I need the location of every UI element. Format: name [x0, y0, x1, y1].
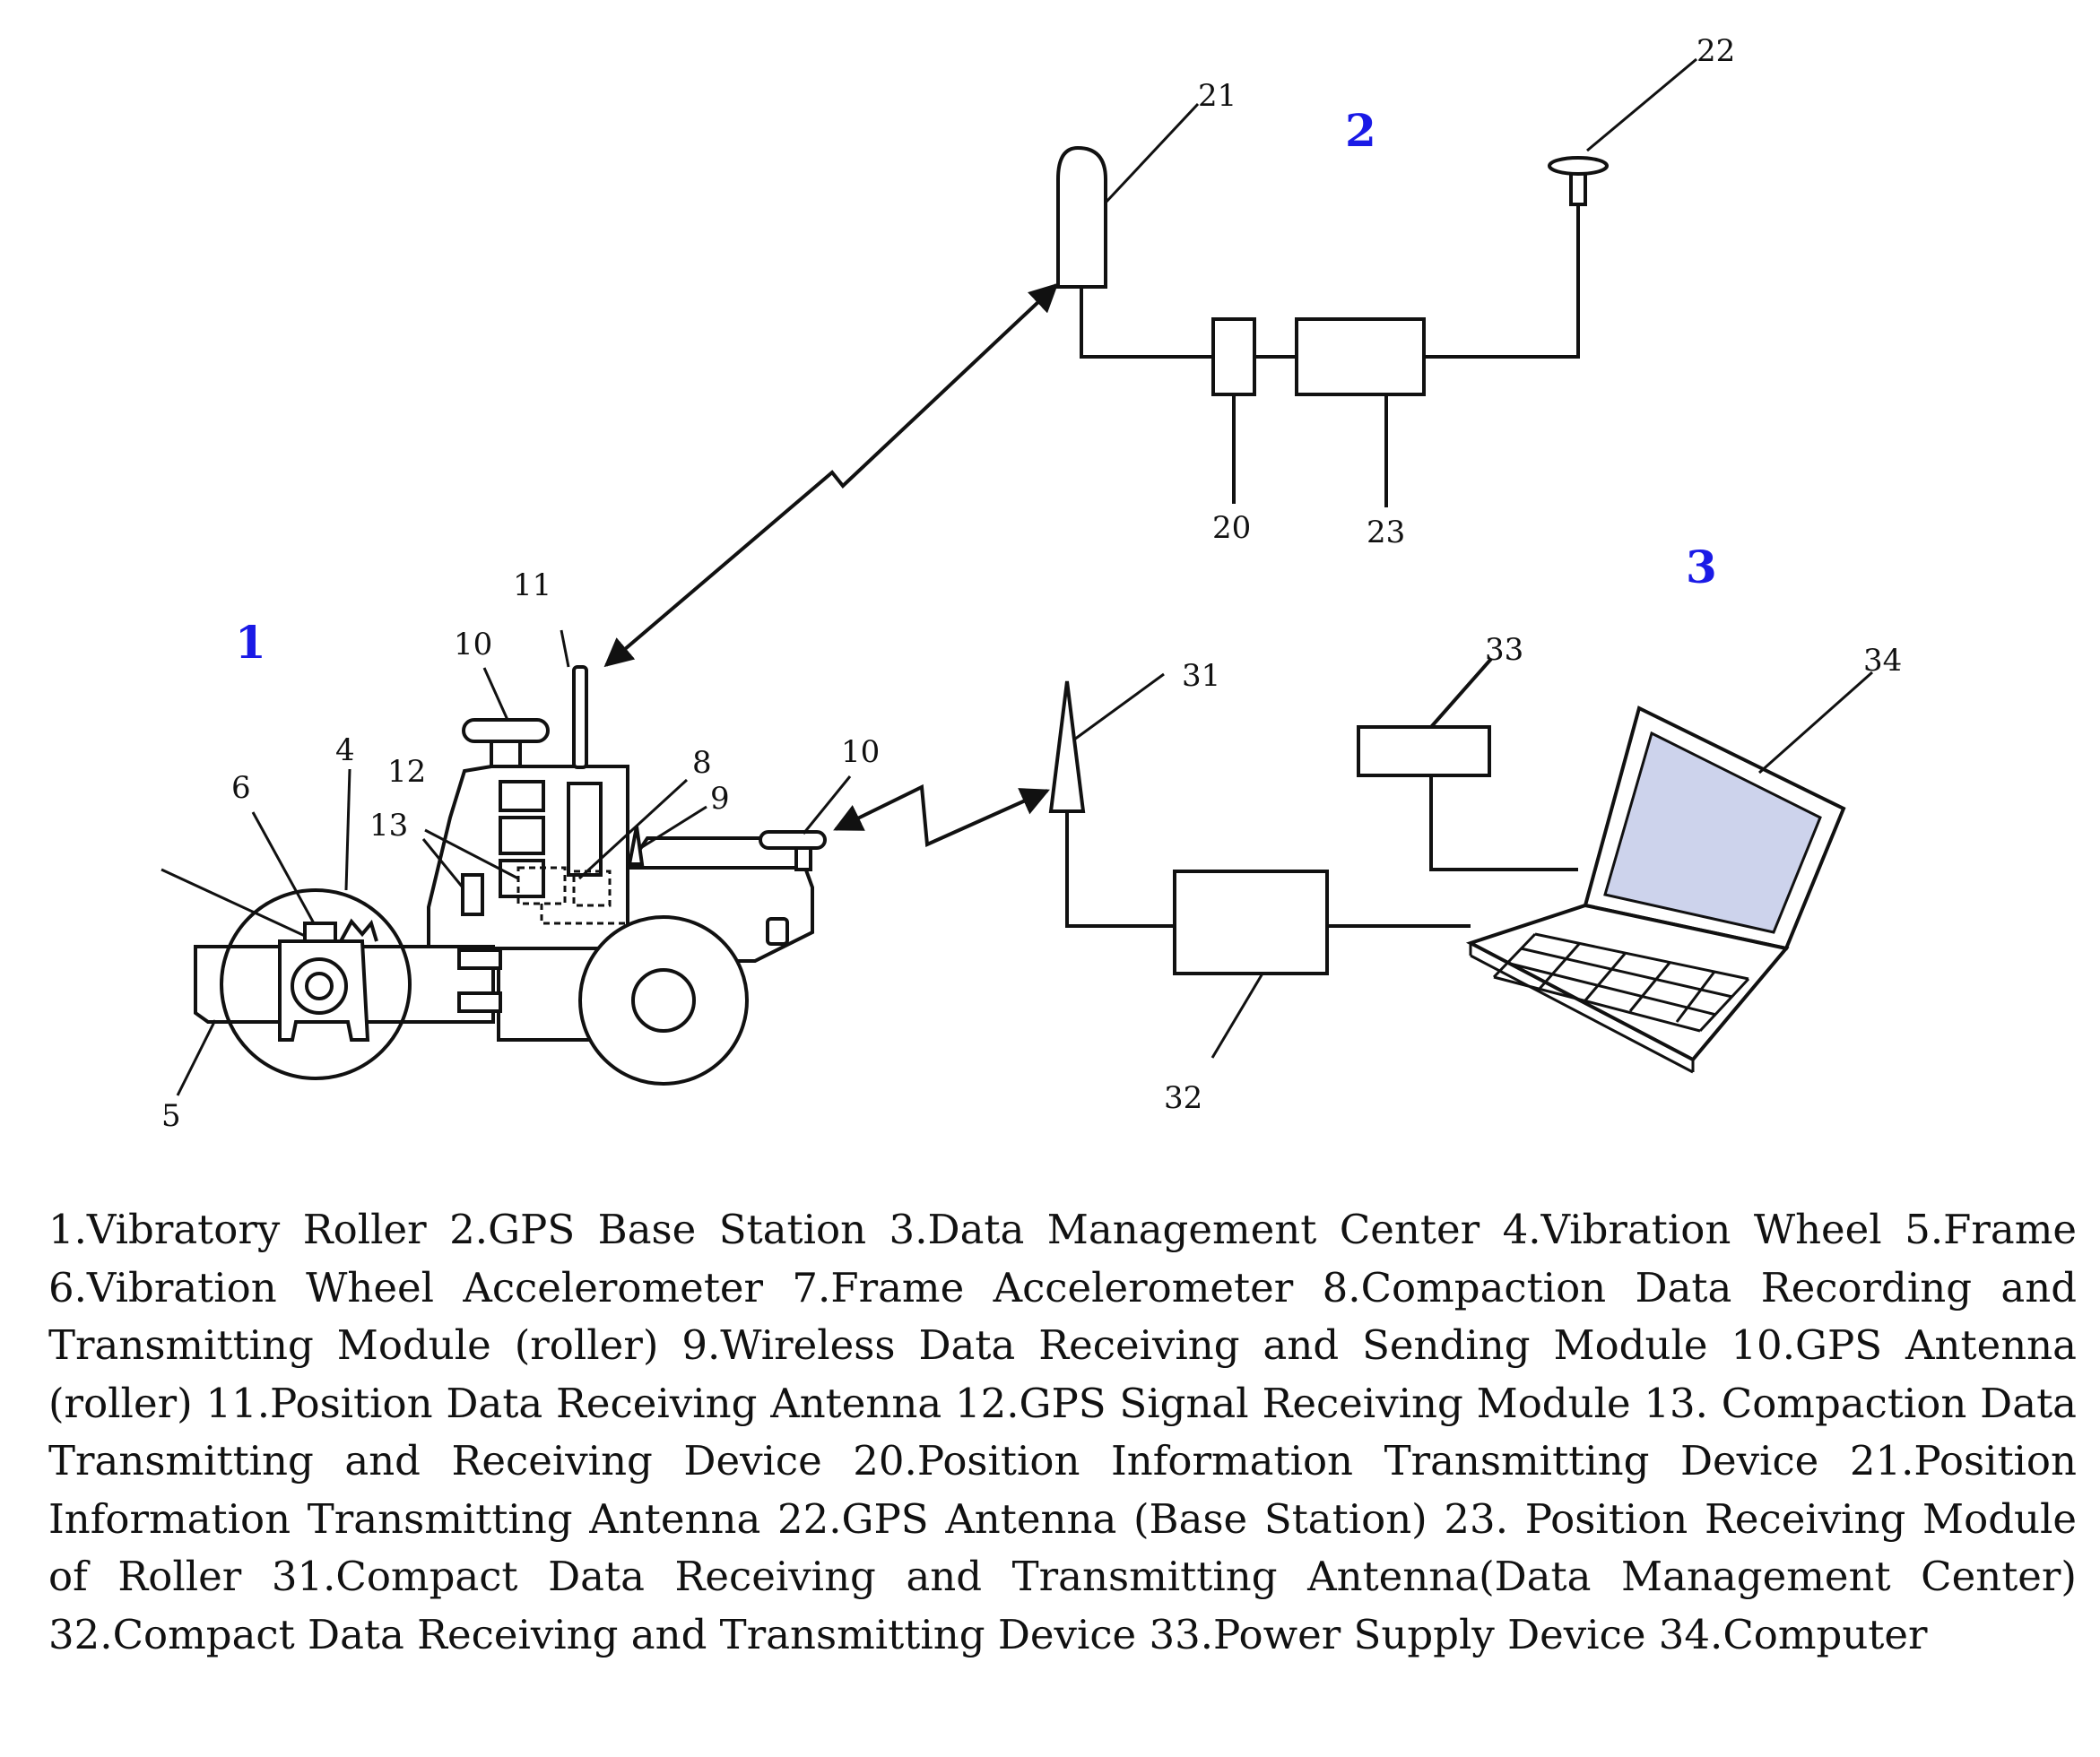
antenna-11: [572, 665, 588, 769]
figure-caption: 1.Vibratory Roller 2.GPS Base Station 3.…: [48, 1206, 2077, 1658]
device-13: [461, 873, 484, 916]
label-23: 23: [1367, 515, 1405, 550]
system-number-base-station: 2: [1345, 104, 1376, 157]
laptop-keyboard: [1492, 932, 1750, 1033]
base-station-group: [1056, 57, 1697, 507]
connector-21-20: [1080, 287, 1213, 359]
label-31: 31: [1182, 658, 1220, 694]
vibratory-roller: [194, 665, 827, 1086]
leader-33: [1429, 657, 1493, 729]
accelerometer-6: [303, 922, 337, 943]
connector-33-34: [1429, 775, 1578, 871]
label-34: 34: [1863, 643, 1902, 679]
receiving-module-23: [1295, 317, 1426, 396]
label-32: 32: [1164, 1080, 1202, 1116]
transmitting-antenna-21: [1056, 145, 1107, 289]
leader-34: [1758, 671, 1873, 775]
module-9: [627, 826, 645, 866]
label-10-rear: 10: [841, 734, 880, 770]
leader-21: [1104, 102, 1200, 204]
label-22: 22: [1696, 33, 1735, 69]
module-12: [516, 866, 567, 905]
roller-leaders: [161, 629, 852, 1096]
gps-antenna-10-rear: [759, 830, 827, 850]
laptop-screen: [1603, 731, 1822, 934]
power-supply-33: [1357, 725, 1491, 777]
label-10-cab: 10: [454, 627, 492, 662]
label-5: 5: [161, 1098, 181, 1134]
label-4: 4: [335, 732, 355, 768]
wireless-link-roller-center: [833, 783, 1050, 847]
accelerometer-7: [339, 918, 378, 942]
system-number-data-center: 3: [1686, 541, 1717, 593]
label-12: 12: [387, 754, 426, 790]
label-11: 11: [513, 567, 551, 603]
connector-23-22: [1424, 184, 1580, 359]
leader-22: [1586, 57, 1697, 152]
data-center-group: [1048, 657, 1873, 1074]
label-20: 20: [1212, 510, 1251, 546]
module-8: [572, 870, 612, 907]
transmitting-device-20: [1211, 317, 1256, 396]
label-8: 8: [692, 745, 712, 781]
frame-connectors: [457, 948, 502, 1013]
connector-31-32: [1065, 811, 1175, 928]
gps-antenna-10-cab: [462, 718, 550, 743]
label-6: 6: [231, 770, 251, 806]
device-32: [1173, 870, 1329, 975]
wireless-link-roller-base: [603, 282, 1059, 668]
vibration-wheel-4: [220, 888, 412, 1080]
gps-antenna-22: [1548, 156, 1609, 176]
label-33: 33: [1485, 632, 1523, 668]
leader-32: [1211, 973, 1264, 1059]
computer-34: [1465, 671, 1873, 1074]
label-21: 21: [1198, 78, 1237, 114]
label-13: 13: [369, 808, 408, 844]
label-9: 9: [710, 781, 730, 817]
leader-31: [1073, 672, 1165, 741]
system-diagram: 1 2 3 21 22 20 23: [161, 33, 1902, 1134]
system-number-roller: 1: [235, 616, 266, 669]
antenna-31: [1048, 680, 1086, 813]
